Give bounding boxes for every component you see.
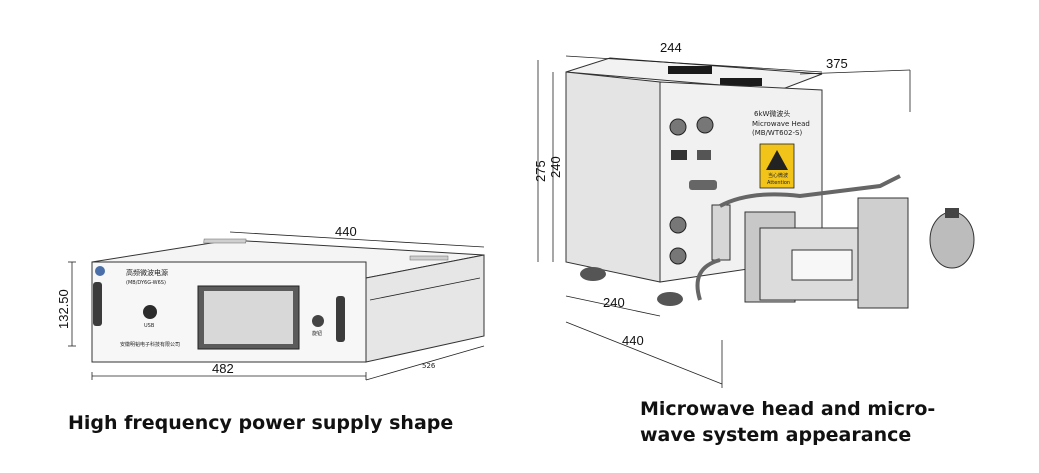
power-supply-drawing [68, 231, 485, 381]
warning-label-en: Attention [767, 180, 790, 186]
caption-line-1: Microwave head and micro- [640, 398, 936, 420]
head-power-label: 6kW微波头 [754, 109, 790, 118]
dim-526: 526 [422, 362, 436, 370]
dim-482: 482 [212, 361, 234, 376]
dim-240-base: 240 [603, 295, 625, 310]
dim-244: 244 [660, 40, 682, 55]
dim-132-50: 132.50 [56, 289, 71, 329]
head-name-label: Microwave Head [752, 120, 810, 128]
ps-usb-label: USB [144, 323, 155, 329]
ps-knob-label: 旋钮 [312, 330, 322, 337]
caption-power-supply: High frequency power supply shape [68, 412, 454, 434]
caption-line-2: wave system appearance [640, 424, 912, 446]
dim-275: 275 [533, 160, 548, 182]
ps-title: 高频微波电源 [126, 268, 168, 277]
dim-440-ps: 440 [335, 224, 357, 239]
dim-240-vertical: 240 [548, 156, 563, 178]
warning-label-cn: 当心微波 [768, 172, 788, 179]
ps-model: (MB/DY6G-W6S) [126, 280, 166, 286]
head-model-label: (MB/WT602-S) [752, 129, 802, 137]
microwave-head-drawing [537, 55, 975, 388]
dim-375: 375 [826, 56, 848, 71]
ps-company: 安徽明韬电子科技有限公司 [120, 341, 180, 348]
caption-microwave-head: Microwave head and micro- wave system ap… [640, 396, 935, 448]
dim-440-head: 440 [622, 333, 644, 348]
